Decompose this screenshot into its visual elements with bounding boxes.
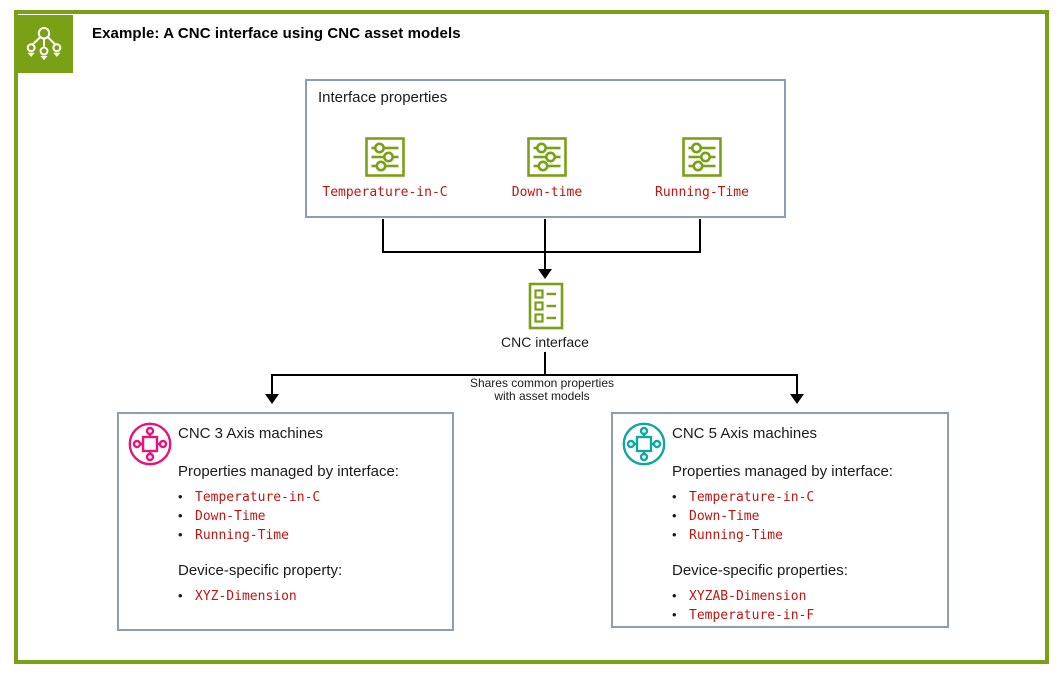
bullet: • [178,508,183,523]
managed-properties-heading: Properties managed by interface: [178,463,399,480]
property-value: Temperature-in-C [689,490,815,505]
bullet: • [672,527,677,542]
property-value: XYZ-Dimension [195,589,297,604]
property-sliders-icon [365,137,405,177]
list-item: • Running-Time [178,526,444,545]
property-label: Temperature-in-C [322,185,448,200]
property-sliders-icon [682,137,722,177]
cnc-5-axis-box: CNC 5 Axis machines Properties managed b… [611,412,949,628]
cnc-interface-node [527,281,565,331]
property-value: XYZAB-Dimension [689,589,807,604]
bullet: • [178,527,183,542]
property-label: Running-Time [655,185,749,200]
asset-machine-icon [622,422,666,466]
list-item: • XYZ-Dimension [178,587,444,606]
machine-icon-wrap [127,421,173,467]
interface-property-temperature: Temperature-in-C [300,135,470,200]
property-value: Running-Time [195,528,289,543]
machine-icon-wrap [621,421,667,467]
managed-properties-heading: Properties managed by interface: [672,463,893,480]
interface-property-runningtime: Running-Time [617,135,787,200]
property-value: Temperature-in-C [195,490,321,505]
property-label: Down-time [511,185,583,200]
property-value: Running-Time [689,528,783,543]
list-item: • Temperature-in-C [178,488,444,507]
branch-note-line1: Shares common properties [469,376,615,390]
machine-content: CNC 3 Axis machines Properties managed b… [178,425,444,606]
list-item: • Down-Time [178,507,444,526]
interface-property-downtime: Down-time [462,135,632,200]
branch-note: Shares common properties with asset mode… [453,377,631,403]
page-title: Example: A CNC interface using CNC asset… [92,25,461,42]
property-value: Down-Time [689,509,760,524]
machine-title: CNC 5 Axis machines [672,425,818,442]
list-item: • Temperature-in-F [672,606,939,625]
managed-properties-list: • Temperature-in-C • Down-Time • Running-Ti… [178,488,444,545]
sitewise-logo [15,15,73,73]
machine-content: CNC 5 Axis machines Properties managed b… [672,425,939,625]
bullet: • [672,607,677,622]
list-item: • Running-Time [672,526,939,545]
cnc-interface-label: CNC interface [501,334,589,350]
cnc-3-axis-box: CNC 3 Axis machines Properties managed b… [117,412,454,631]
bullet: • [672,489,677,504]
property-value: Down-Time [195,509,266,524]
device-properties-heading: Device-specific property: [178,562,343,579]
list-item: • Temperature-in-C [672,488,939,507]
list-item: • Down-Time [672,507,939,526]
property-value: Temperature-in-F [689,608,815,623]
diagram-frame [14,10,1049,664]
bullet: • [178,588,183,603]
device-properties-list: • XYZ-Dimension [178,587,444,606]
interface-checklist-icon [528,282,564,330]
machine-title: CNC 3 Axis machines [178,425,324,442]
list-item: • XYZAB-Dimension [672,587,939,606]
bullet: • [672,508,677,523]
branch-note-line2: with asset models [494,389,590,403]
device-properties-list: • XYZAB-Dimension • Temperature-in-F [672,587,939,625]
bullet: • [672,588,677,603]
interface-properties-box: Interface properties Temperature-in-C [305,79,786,218]
property-sliders-icon [527,137,567,177]
asset-machine-icon [128,422,172,466]
managed-properties-list: • Temperature-in-C • Down-Time • Running-Ti… [672,488,939,545]
device-properties-heading: Device-specific properties: [672,562,848,579]
bullet: • [178,489,183,504]
asset-model-hierarchy-icon [26,27,62,61]
interface-properties-title: Interface properties [318,89,448,106]
